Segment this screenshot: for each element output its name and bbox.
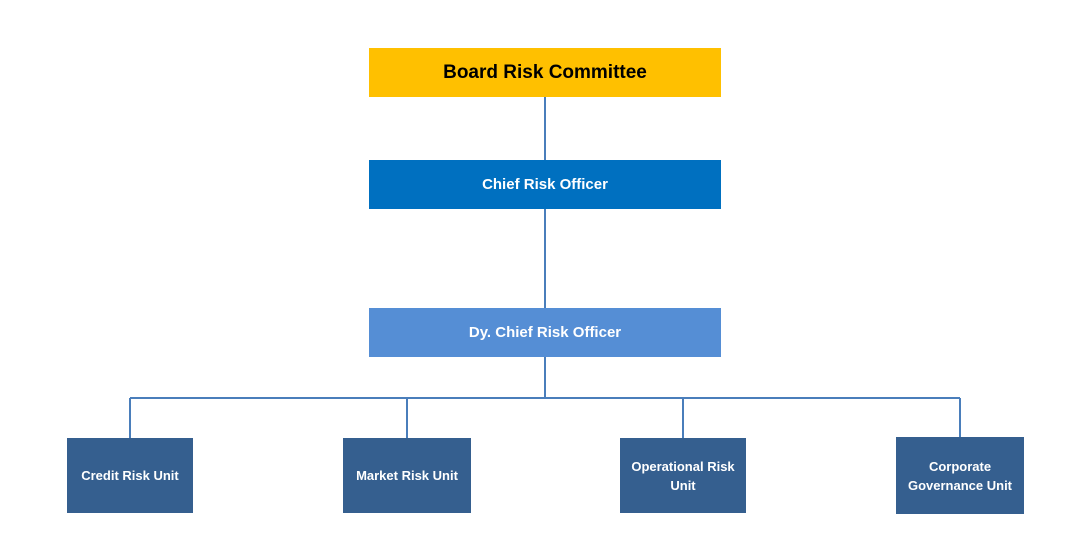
board-risk-committee-box: Board Risk Committee	[369, 48, 721, 97]
corporate-governance-unit-label: Corporate Governance Unit	[907, 458, 1013, 493]
chief-risk-officer-label: Chief Risk Officer	[482, 176, 608, 193]
dy-chief-risk-officer-box: Dy. Chief Risk Officer	[369, 308, 721, 357]
market-risk-unit-label: Market Risk Unit	[356, 468, 458, 483]
operational-risk-unit-box: Operational Risk Unit	[620, 438, 746, 513]
dy-chief-risk-officer-label: Dy. Chief Risk Officer	[468, 324, 622, 341]
board-risk-committee-label: Board Risk Committee	[443, 61, 647, 83]
corporate-governance-unit-box: Corporate Governance Unit	[896, 437, 1024, 514]
market-risk-unit-box: Market Risk Unit	[343, 438, 471, 513]
credit-risk-unit-box: Credit Risk Unit	[67, 438, 193, 513]
operational-risk-unit-label: Operational Risk Unit	[631, 458, 735, 493]
chief-risk-officer-box: Chief Risk Officer	[369, 160, 721, 209]
credit-risk-unit-label: Credit Risk Unit	[81, 468, 179, 483]
